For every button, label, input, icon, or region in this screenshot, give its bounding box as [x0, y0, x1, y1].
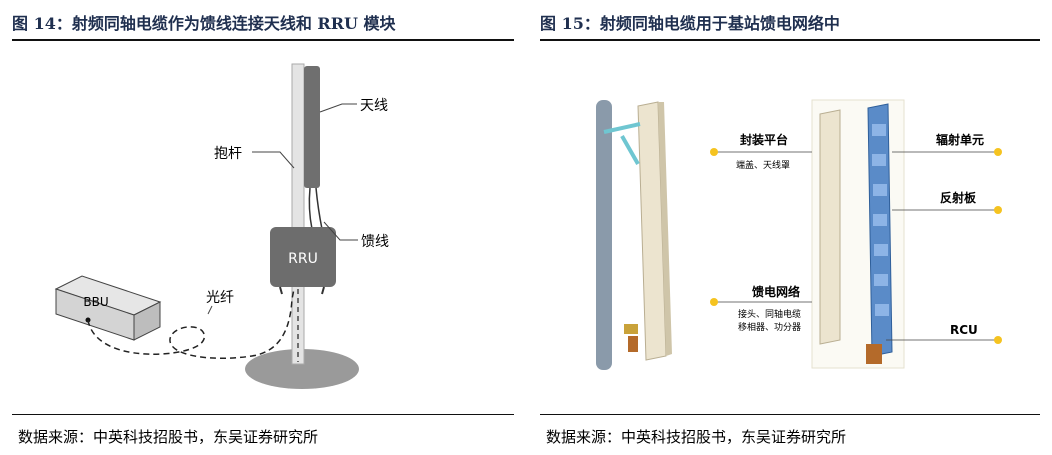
figure-14-title: 图 14：射频同轴电缆作为馈线连接天线和 RRU 模块	[12, 14, 396, 33]
fiber-cable	[87, 288, 295, 360]
rcu-label: RCU	[950, 323, 978, 337]
radome-panel	[819, 109, 841, 345]
callout-dot-rcu	[994, 336, 1002, 344]
reflector-board	[867, 103, 893, 357]
callout-dot-radiating	[994, 148, 1002, 156]
feeder-cable	[308, 187, 313, 230]
callout-dot-feed-network	[710, 298, 718, 306]
bottom-rule	[540, 414, 1040, 415]
feeder-label: 馈线	[361, 234, 389, 250]
antenna-body	[304, 66, 320, 188]
callout-dot-reflector	[994, 206, 1002, 214]
callout-dot-enclosure	[710, 148, 718, 156]
feeder-cable-2	[315, 187, 323, 230]
enclosure-label: 封装平台	[740, 132, 788, 147]
enclosure-sub-label: 端盖、天线罩	[736, 159, 790, 171]
bottom-rule	[12, 414, 514, 415]
feed-network-sub1: 接头、同轴电缆	[738, 308, 801, 320]
antenna-rru-illustration: RRU BBU 天线 抱杆 馈线 光纤	[54, 63, 389, 389]
feed-network-sub2: 移相器、功分器	[738, 321, 801, 333]
pole-base	[245, 349, 359, 389]
antenna-label: 天线	[360, 98, 388, 114]
fiber-label: 光纤	[206, 290, 234, 306]
feed-network-label: 馈电网络	[752, 284, 800, 299]
figure-15-panel: 图 15：射频同轴电缆用于基站馈电网络中	[540, 0, 1040, 455]
rru-box	[270, 227, 336, 287]
figure-15-source: 数据来源：中英科技招股书，东吴证券研究所	[546, 428, 847, 446]
top-rule	[540, 39, 1040, 41]
figure-14-panel: 图 14：射频同轴电缆作为馈线连接天线和 RRU 模块 RRU BBU 天线	[12, 0, 514, 455]
figure-14-source: 数据来源：中英科技招股书，东吴证券研究所	[18, 428, 319, 446]
bbu-box-side	[133, 301, 161, 341]
pole-cylinder	[596, 100, 612, 370]
pole-label: 抱杆	[214, 146, 242, 162]
base-station-feed-network-illustration: 封装平台 端盖、天线罩 馈电网络 接头、同轴电缆 移相器、功分器 辐射单元 反射…	[596, 99, 1002, 370]
mounting-pole	[291, 63, 305, 365]
top-rule	[12, 39, 514, 41]
figure-15-title: 图 15：射频同轴电缆用于基站馈电网络中	[540, 14, 840, 33]
reflector-label: 反射板	[940, 190, 977, 205]
rru-label: RRU	[288, 251, 318, 267]
bbu-label: BBU	[83, 295, 108, 309]
radiating-label: 辐射单元	[936, 132, 984, 147]
